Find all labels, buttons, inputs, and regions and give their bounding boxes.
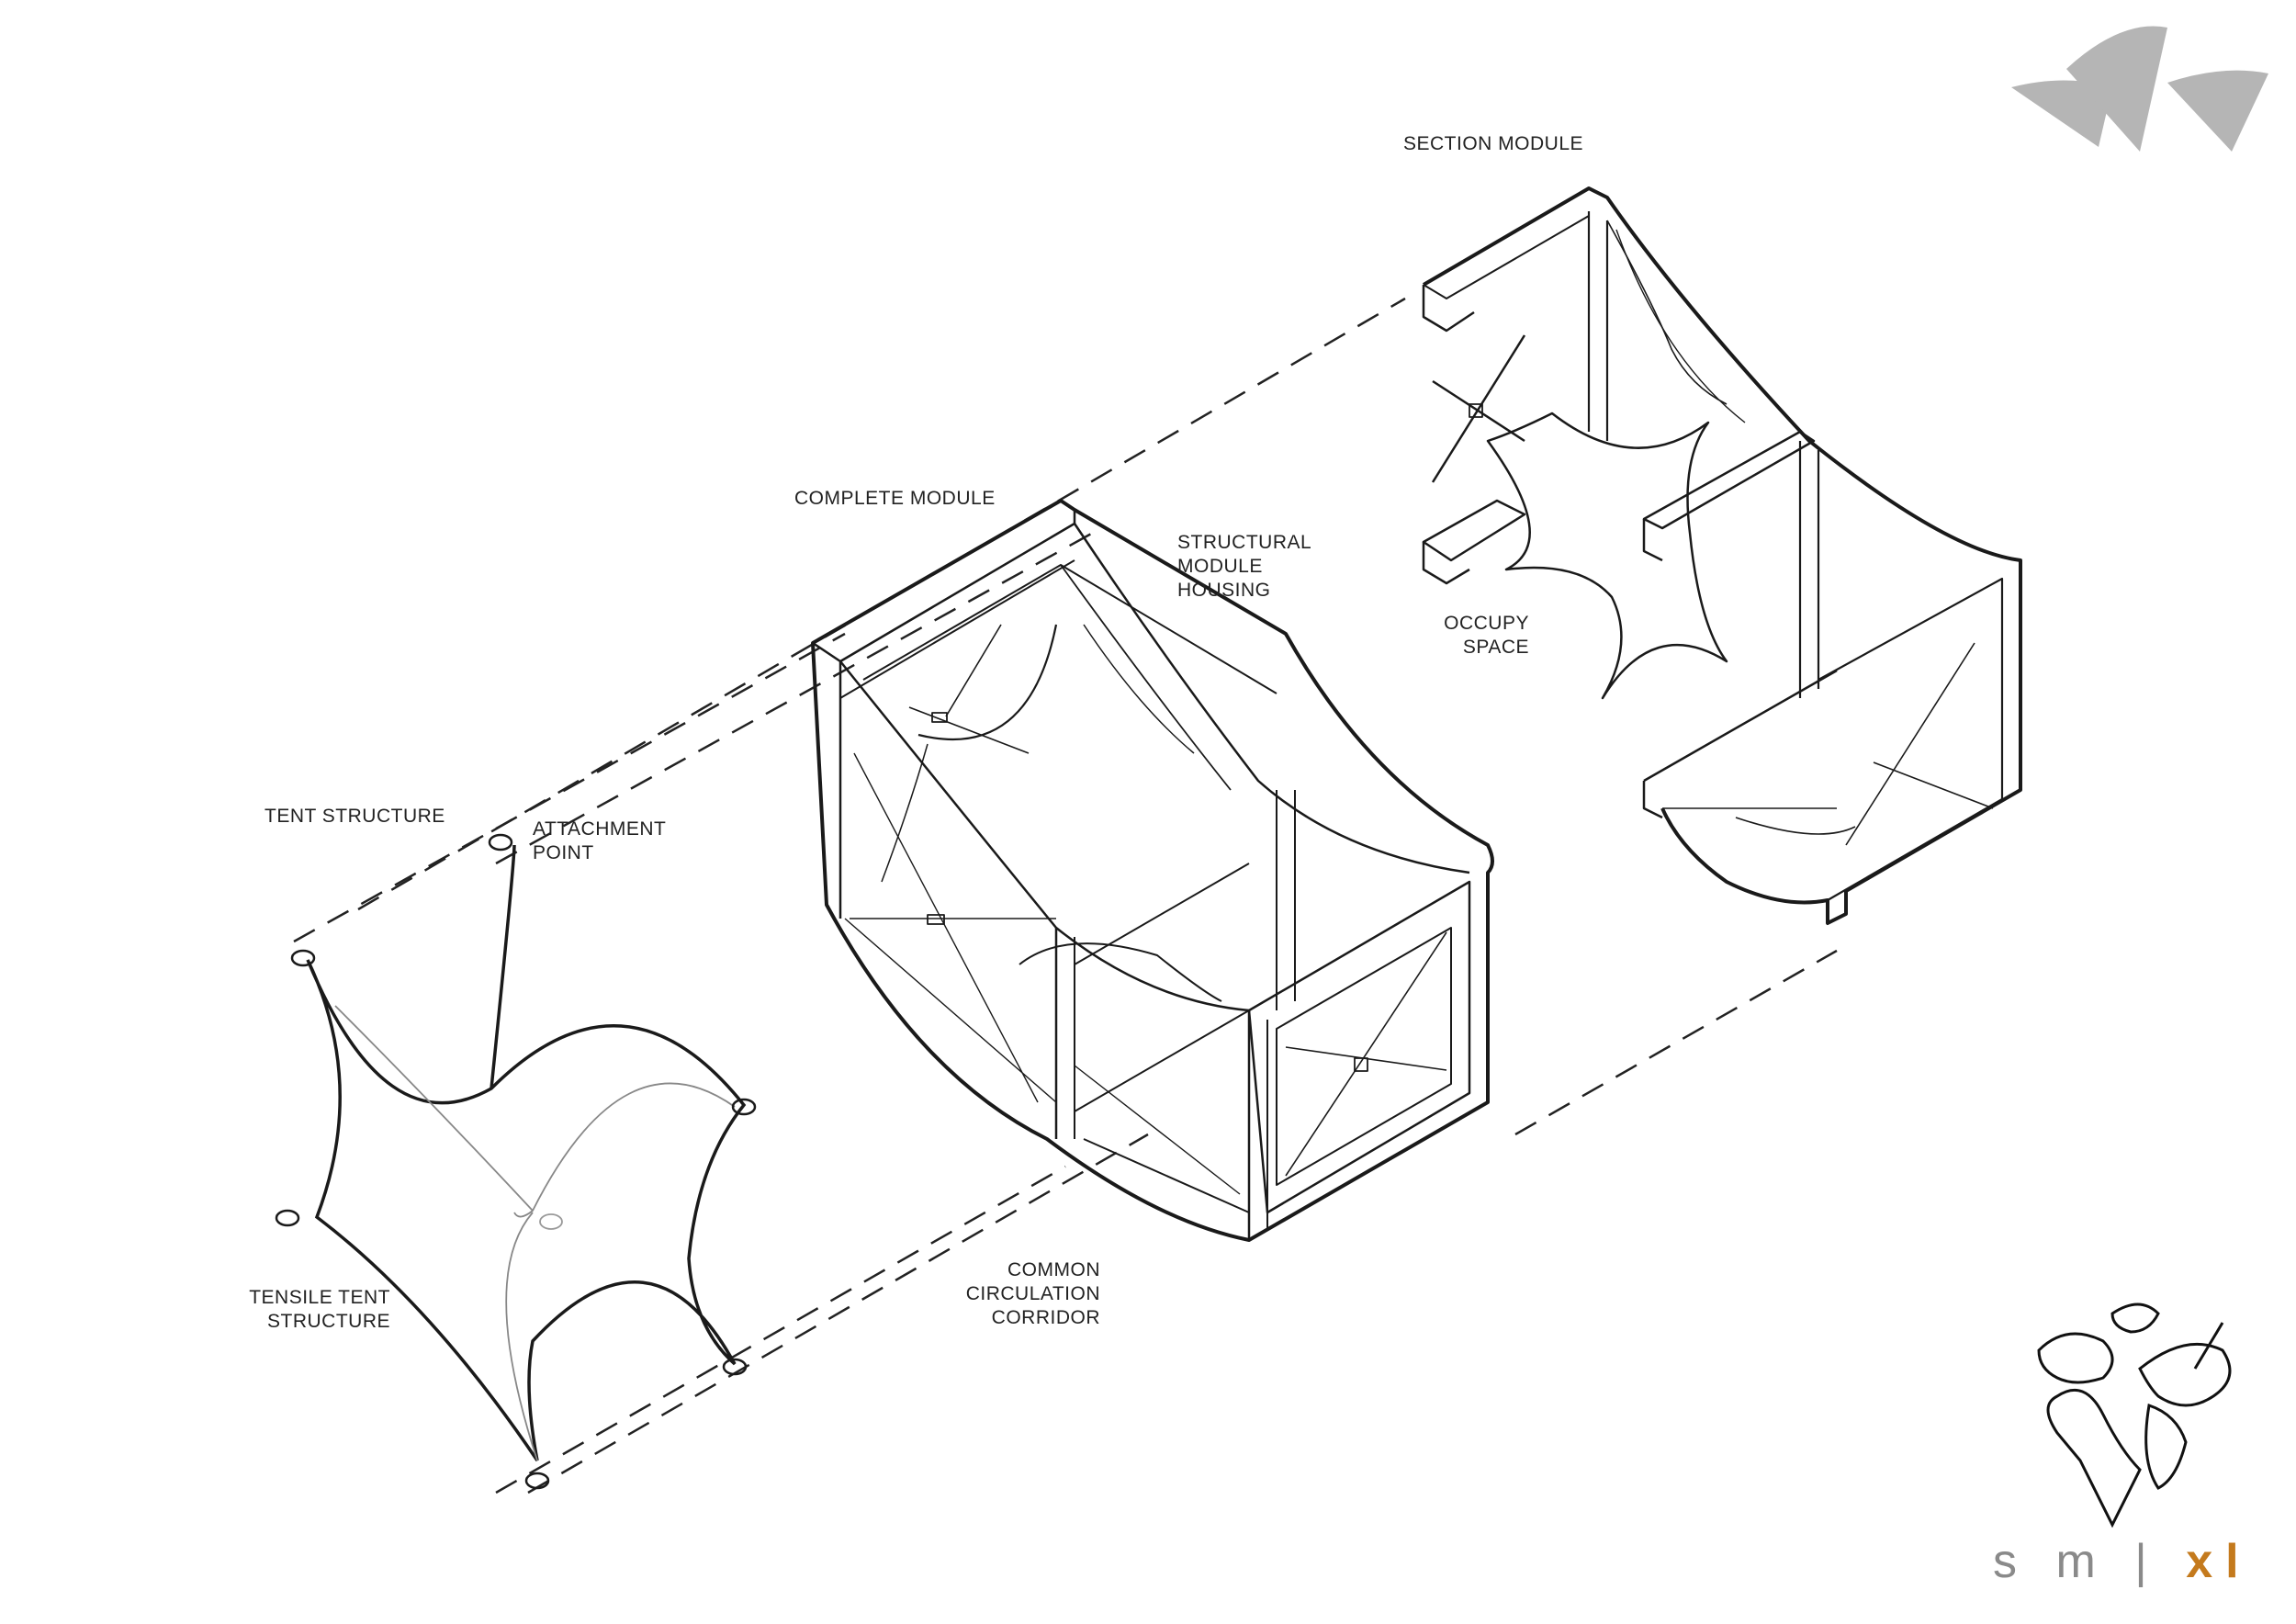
tensile-tent-structure-label: TENSILE TENT STRUCTURE bbox=[249, 1287, 390, 1332]
brand-xl: xl bbox=[2186, 1535, 2252, 1588]
complete-module-label: COMPLETE MODULE bbox=[794, 488, 996, 509]
projection-lines bbox=[293, 297, 1838, 1494]
occupy-space-label: OCCUPY SPACE bbox=[1444, 613, 1529, 658]
brand-separator: | bbox=[2134, 1535, 2160, 1588]
common-circulation-corridor-label: COMMON CIRCULATION CORRIDOR bbox=[965, 1259, 1100, 1328]
attachment-point-icon bbox=[290, 949, 316, 967]
attachment-point-icon bbox=[722, 1358, 748, 1376]
attachment-point-icon bbox=[539, 1213, 563, 1230]
brand-m: m bbox=[2055, 1535, 2109, 1588]
sml-xl-brand: s m | xl bbox=[1993, 1534, 2252, 1589]
section-module bbox=[1422, 186, 2022, 925]
section-module-label: SECTION MODULE bbox=[1403, 133, 1584, 154]
opera-house-shells-logo bbox=[2011, 26, 2268, 152]
structural-module-housing-label: STRUCTURAL MODULE HOUSING bbox=[1177, 532, 1312, 601]
attachment-point-icon bbox=[275, 1209, 300, 1227]
attachment-point-icon bbox=[731, 1098, 757, 1116]
attachment-point-label: ATTACHMENT POINT bbox=[533, 818, 667, 863]
world-map-globe-icon bbox=[2037, 1303, 2232, 1528]
attachment-point-icon bbox=[524, 1472, 550, 1490]
complete-module bbox=[811, 499, 1494, 1242]
tensile-tent-structure bbox=[275, 833, 757, 1490]
tent-structure-label: TENT STRUCTURE bbox=[264, 806, 445, 827]
attachment-point-icon bbox=[488, 833, 513, 851]
brand-s: s bbox=[1993, 1535, 2030, 1588]
